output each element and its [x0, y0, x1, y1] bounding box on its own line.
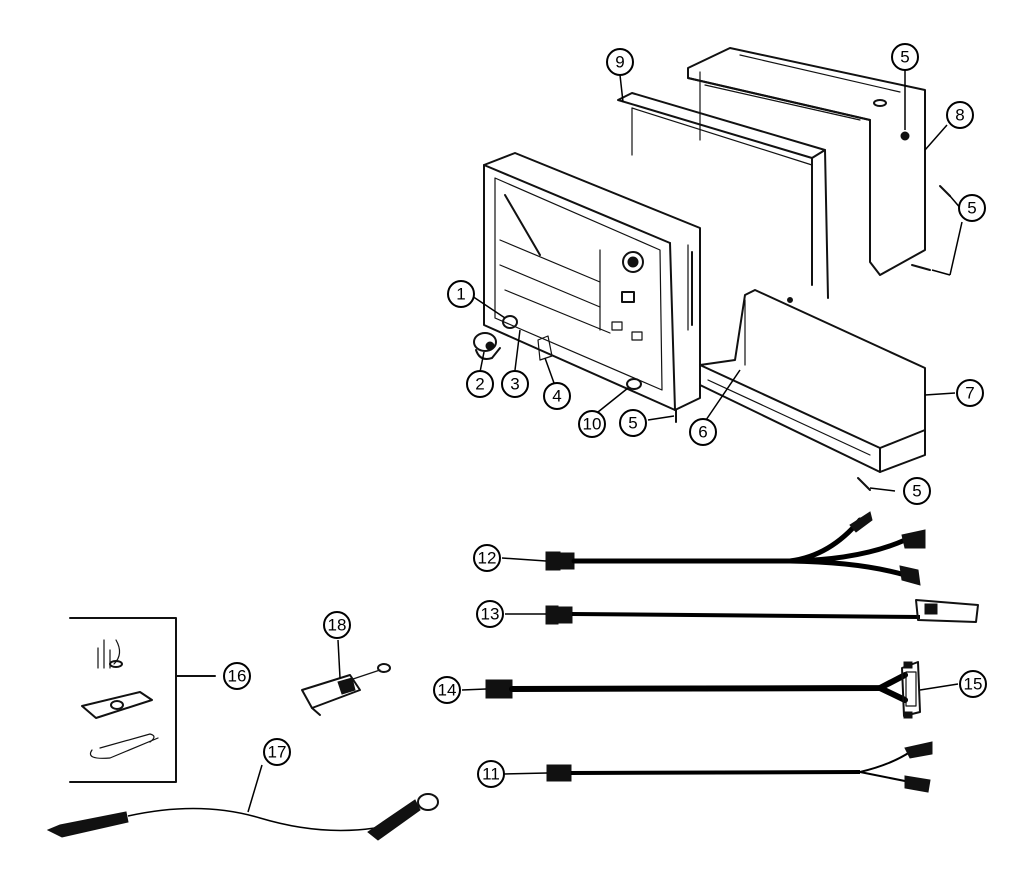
part-17-test-lead: [46, 764, 439, 841]
part-10-foot: [626, 378, 642, 390]
svg-text:3: 3: [510, 375, 519, 394]
part-11-cable-assembly: [546, 741, 933, 793]
callout-18: 18: [323, 611, 351, 639]
callout-15: 15: [959, 670, 987, 698]
leader-lines: [461, 70, 963, 775]
svg-text:5: 5: [900, 48, 909, 67]
callout-10: 10: [578, 410, 606, 438]
part-4-bracket: [537, 335, 553, 361]
svg-text:18: 18: [328, 616, 347, 635]
callout-16: 16: [223, 662, 251, 690]
svg-text:9: 9: [615, 53, 624, 72]
callout-5-right: 5: [958, 194, 986, 222]
part-9-top-cover: [617, 92, 829, 299]
svg-text:13: 13: [481, 605, 500, 624]
callout-5-top: 5: [891, 43, 919, 71]
callout-2: 2: [466, 370, 494, 398]
callout-8: 8: [946, 101, 974, 129]
callout-14: 14: [433, 676, 461, 704]
svg-text:17: 17: [268, 743, 287, 762]
callout-3: 3: [501, 370, 529, 398]
svg-text:6: 6: [698, 423, 707, 442]
svg-text:5: 5: [967, 199, 976, 218]
callout-4: 4: [543, 382, 571, 410]
part-16-hardware-kit: [69, 617, 216, 783]
part-15-connector: [901, 661, 921, 719]
svg-text:7: 7: [965, 384, 974, 403]
svg-text:15: 15: [964, 675, 983, 694]
svg-text:12: 12: [478, 549, 497, 568]
part-14-cable-assembly: [485, 672, 908, 703]
svg-text:8: 8: [955, 106, 964, 125]
callout-6: 6: [689, 418, 717, 446]
part-18-clip: [301, 639, 391, 716]
callout-5-center: 5: [619, 409, 647, 437]
svg-text:16: 16: [228, 667, 247, 686]
callout-1: 1: [447, 280, 475, 308]
part-8-rear-housing: [687, 47, 926, 276]
screws-5: [675, 185, 951, 491]
svg-text:10: 10: [583, 415, 602, 434]
callout-5-bottom: 5: [903, 477, 931, 505]
part-7-bottom-pan: [699, 289, 926, 473]
callout-9: 9: [606, 48, 634, 76]
callout-11: 11: [477, 760, 505, 788]
svg-text:11: 11: [482, 765, 500, 784]
part-13-cable-assembly: [545, 599, 979, 625]
callout-17: 17: [263, 738, 291, 766]
callout-13: 13: [476, 600, 504, 628]
svg-text:5: 5: [628, 414, 637, 433]
svg-text:2: 2: [475, 375, 484, 394]
svg-text:14: 14: [438, 681, 457, 700]
part-12-cable-assembly: [545, 511, 926, 586]
svg-text:1: 1: [456, 285, 465, 304]
callout-7: 7: [956, 379, 984, 407]
svg-text:5: 5: [912, 482, 921, 501]
front-panel-chassis: [483, 152, 701, 411]
callout-12: 12: [473, 544, 501, 572]
svg-text:4: 4: [552, 387, 561, 406]
